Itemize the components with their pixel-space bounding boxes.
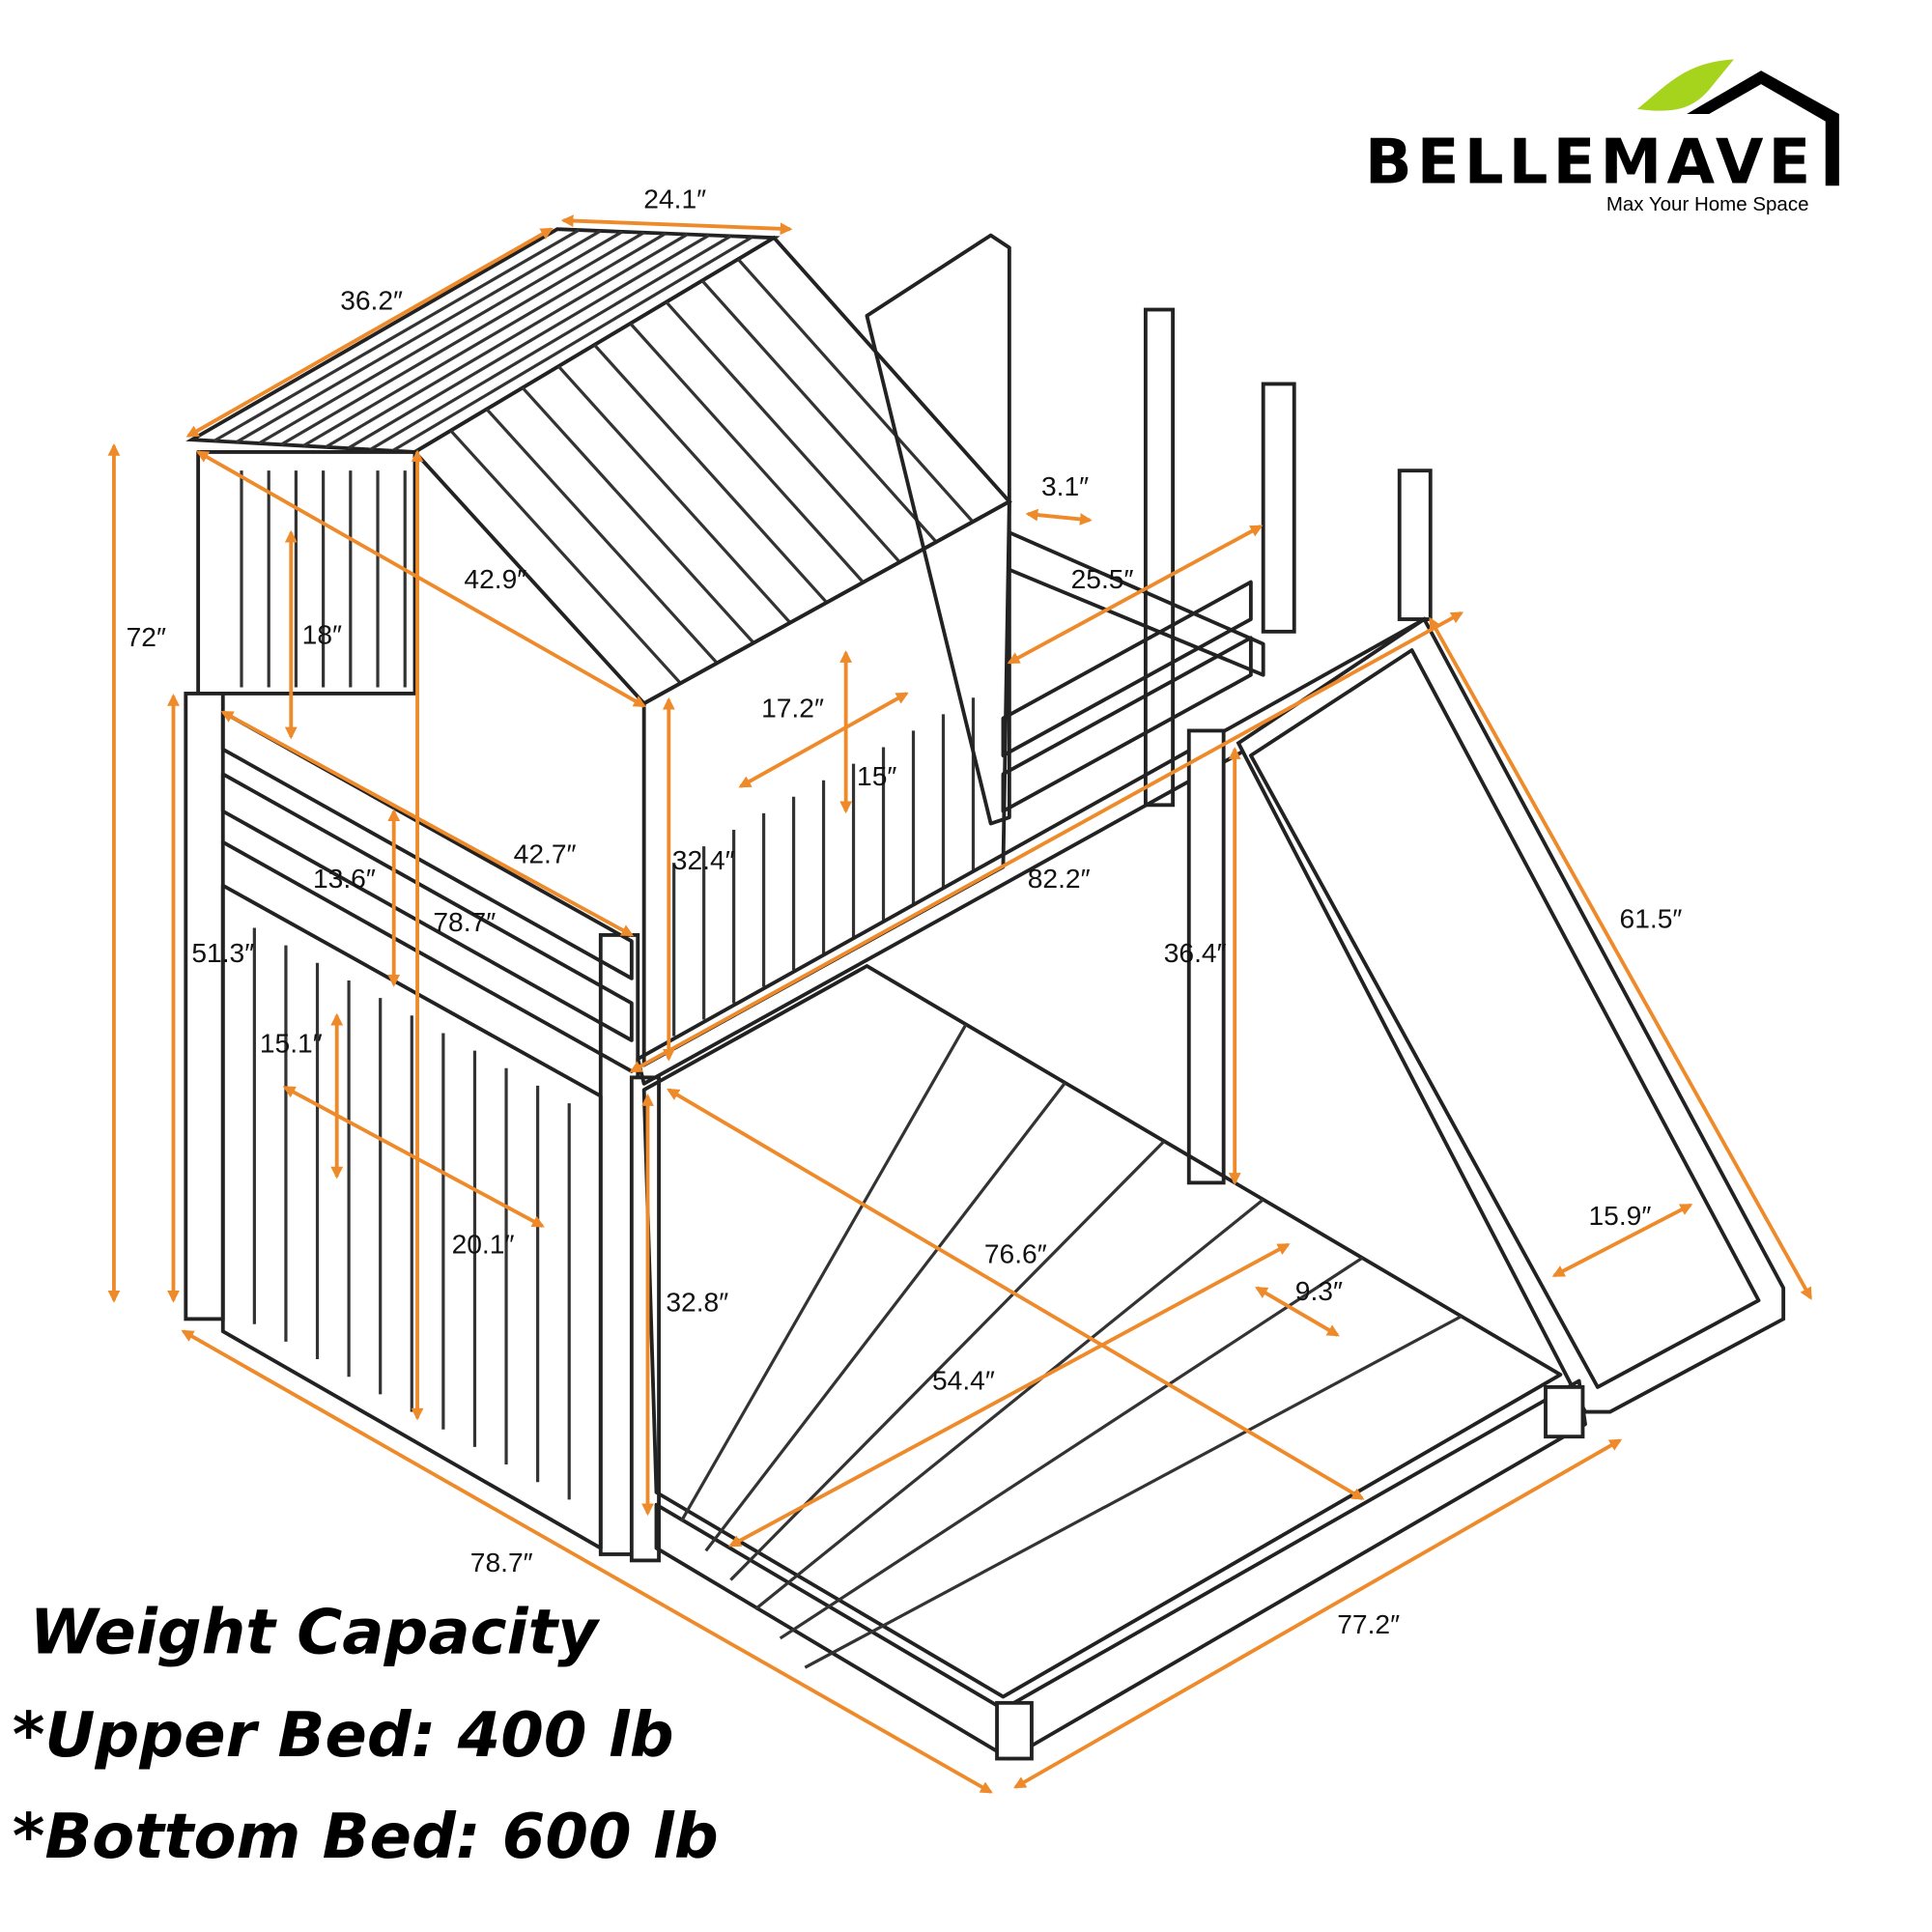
dimension-label: 20.1″ <box>452 1228 515 1259</box>
house-roof-icon <box>1687 71 1839 186</box>
dimension-label: 24.1″ <box>643 183 706 213</box>
dimension-upper-window-height: 18″ <box>284 529 342 740</box>
dimension-label: 13.6″ <box>313 863 376 894</box>
dimension-ladder-gap: 3.1″ <box>1025 470 1093 526</box>
dimension-lower-window-width: 20.1″ <box>282 1085 545 1259</box>
dimension-label: 17.2″ <box>761 692 824 723</box>
dimension-lines: 24.1″ 36.2″ 72″ 42.9″ 18″ 51.3″ 42.7″ 78.7″ 13.6… <box>107 183 1813 1794</box>
dimension-label: 42.7″ <box>514 838 577 869</box>
bed-structure <box>184 227 1786 1761</box>
dimension-slat-gap: 9.3″ <box>1255 1275 1343 1337</box>
dimension-upper-deck-height: 51.3″ <box>167 693 254 1303</box>
dimension-arrow <box>181 1329 993 1794</box>
dimension-label: 61.5″ <box>1620 902 1683 933</box>
dimension-arrow <box>629 611 1464 1073</box>
dimension-label: 72″ <box>127 621 166 652</box>
dimension-label: 15.1″ <box>260 1028 323 1059</box>
dimension-arrow <box>1013 1438 1623 1789</box>
dimension-roof-depth: 36.2″ <box>185 227 554 438</box>
brand-logo: BELLEMAVE Max Your Home Space <box>1365 59 1839 215</box>
dimension-arrow <box>1007 525 1264 665</box>
leaf-icon <box>1636 59 1734 111</box>
dimension-platform-width: 25.5″ <box>1007 525 1264 665</box>
dimension-label: 25.5″ <box>1071 563 1134 594</box>
weight-capacity: Weight Capacity *Upper Bed: 400 lb *Bott… <box>13 1598 719 1874</box>
dimension-label: 15″ <box>857 760 896 791</box>
dimension-label: 78.7″ <box>433 906 496 937</box>
dimension-label: 76.6″ <box>984 1238 1047 1269</box>
dimension-label: 54.4″ <box>932 1364 995 1395</box>
dimension-label: 36.2″ <box>340 285 403 316</box>
dimension-guardrail-height: 13.6″ <box>313 809 401 987</box>
dimension-label: 77.2″ <box>1337 1608 1400 1639</box>
dimension-overall-width: 77.2″ <box>1013 1438 1623 1789</box>
dimension-arrow <box>1025 508 1093 526</box>
weight-capacity-title: Weight Capacity <box>30 1598 602 1669</box>
dimension-label: 15.9″ <box>1589 1200 1652 1231</box>
dimension-upper-bed-length: 42.7″ <box>220 710 635 937</box>
dimension-arrow <box>220 710 635 937</box>
dimension-label: 9.3″ <box>1295 1275 1343 1306</box>
dimension-arrow <box>1429 616 1813 1300</box>
dimension-label: 32.8″ <box>666 1287 728 1318</box>
dimension-arrow <box>560 214 793 236</box>
brand-tagline: Max Your Home Space <box>1606 193 1809 215</box>
dimension-label: 36.4″ <box>1164 937 1227 968</box>
dimension-label: 82.2″ <box>1028 863 1091 894</box>
dimension-slide-length: 61.5″ <box>1429 616 1813 1300</box>
dimension-upper-total-length: 82.2″ <box>629 611 1464 1073</box>
dimension-label: 78.7″ <box>470 1547 533 1577</box>
dimension-label: 42.9″ <box>464 563 526 594</box>
dimension-house-wall-height: 32.4″ <box>662 696 735 1062</box>
brand-name: BELLEMAVE <box>1365 128 1811 199</box>
dimension-total-height: 72″ <box>107 442 166 1303</box>
dimension-roof-width: 24.1″ <box>560 183 793 236</box>
dimension-house-height: 78.7″ <box>411 449 496 1421</box>
dimension-slide-width: 15.9″ <box>1551 1200 1693 1278</box>
dimension-arrow <box>667 1088 1365 1500</box>
dimension-label: 3.1″ <box>1041 470 1089 501</box>
dimension-overall-length: 78.7″ <box>181 1329 993 1794</box>
upper-bed-capacity: *Upper Bed: 400 lb <box>13 1700 674 1772</box>
dimension-label: 51.3″ <box>191 937 254 968</box>
dimension-lower-bed-diagonal: 76.6″ <box>667 1088 1365 1500</box>
dimension-label: 32.4″ <box>672 844 735 875</box>
dimension-label: 18″ <box>302 619 342 650</box>
dimension-arrow <box>282 1085 545 1228</box>
bottom-bed-capacity: *Bottom Bed: 600 lb <box>13 1802 719 1873</box>
dimension-arrow <box>1551 1203 1693 1278</box>
dimension-arrow <box>185 227 554 438</box>
